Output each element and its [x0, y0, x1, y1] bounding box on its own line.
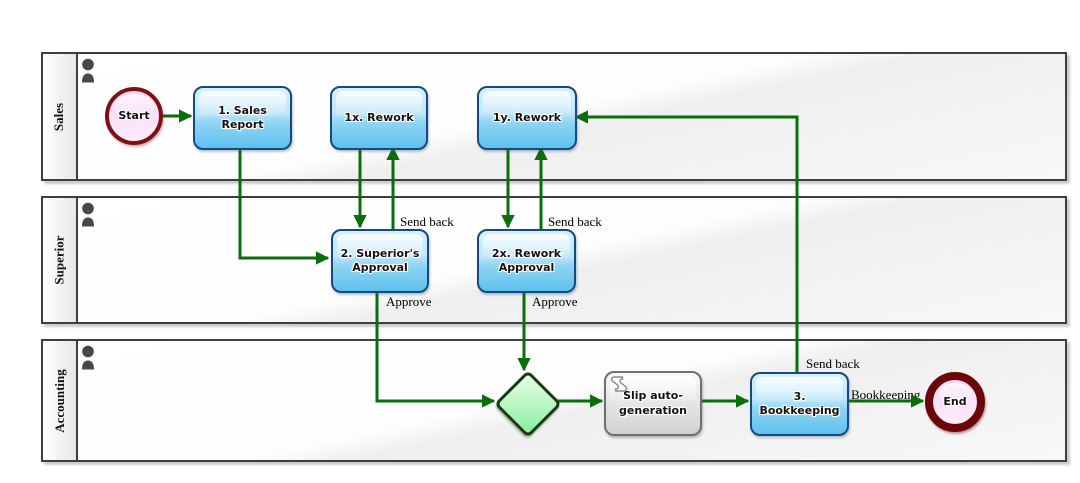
edge-label-send-back-bookkeeping: Send back: [806, 356, 860, 371]
lane-accounting-label: Accounting: [51, 368, 67, 433]
task-superiors-approval[interactable]: 2. Superior's Approval: [331, 229, 429, 293]
end-event-label: End: [943, 394, 967, 408]
task-bookkeeping-label: 3. Bookkeeping: [759, 389, 840, 417]
edge-label-bookkeeping-to-end: Bookkeeping: [851, 387, 921, 402]
lane-accounting-strip: Accounting: [43, 341, 78, 460]
task-rework-approval[interactable]: 2x. Rework Approval: [477, 229, 576, 293]
task-rework-1x[interactable]: 1x. Rework: [330, 86, 428, 150]
task-bookkeeping[interactable]: 3. Bookkeeping: [750, 372, 849, 436]
script-task-icon: [609, 375, 629, 397]
task-rework-1y-label: 1y. Rework: [492, 110, 562, 124]
person-icon: [80, 345, 96, 375]
start-event-label: Start: [118, 108, 150, 122]
edge-label-send-back-rework: Send back: [548, 214, 602, 229]
task-rework-1y[interactable]: 1y. Rework: [477, 86, 577, 150]
task-slip-auto-generation-label: Slip auto-generation: [619, 389, 687, 417]
lane-superior-label: Superior: [51, 235, 67, 285]
edge-label-send-back-superior: Send back: [400, 214, 454, 229]
lane-sales-label: Sales: [51, 102, 67, 131]
person-icon: [80, 58, 96, 88]
task-rework-1x-label: 1x. Rework: [344, 110, 414, 124]
task-rework-approval-label: 2x. Rework Approval: [491, 246, 562, 274]
task-slip-auto-generation[interactable]: Slip auto-generation: [604, 371, 702, 436]
end-event[interactable]: End: [925, 372, 985, 432]
person-icon: [80, 202, 96, 232]
task-sales-report-label: 1. Sales Report: [218, 103, 267, 131]
task-sales-report[interactable]: 1. Sales Report: [193, 86, 292, 150]
start-event[interactable]: Start: [105, 87, 163, 145]
edge-label-approve-rework: Approve: [532, 294, 578, 309]
edge-label-approve-superior: Approve: [386, 294, 432, 309]
lane-superior-strip: Superior: [43, 198, 78, 322]
lane-sales-strip: Sales: [43, 54, 78, 179]
task-superiors-approval-label: 2. Superior's Approval: [340, 246, 420, 274]
